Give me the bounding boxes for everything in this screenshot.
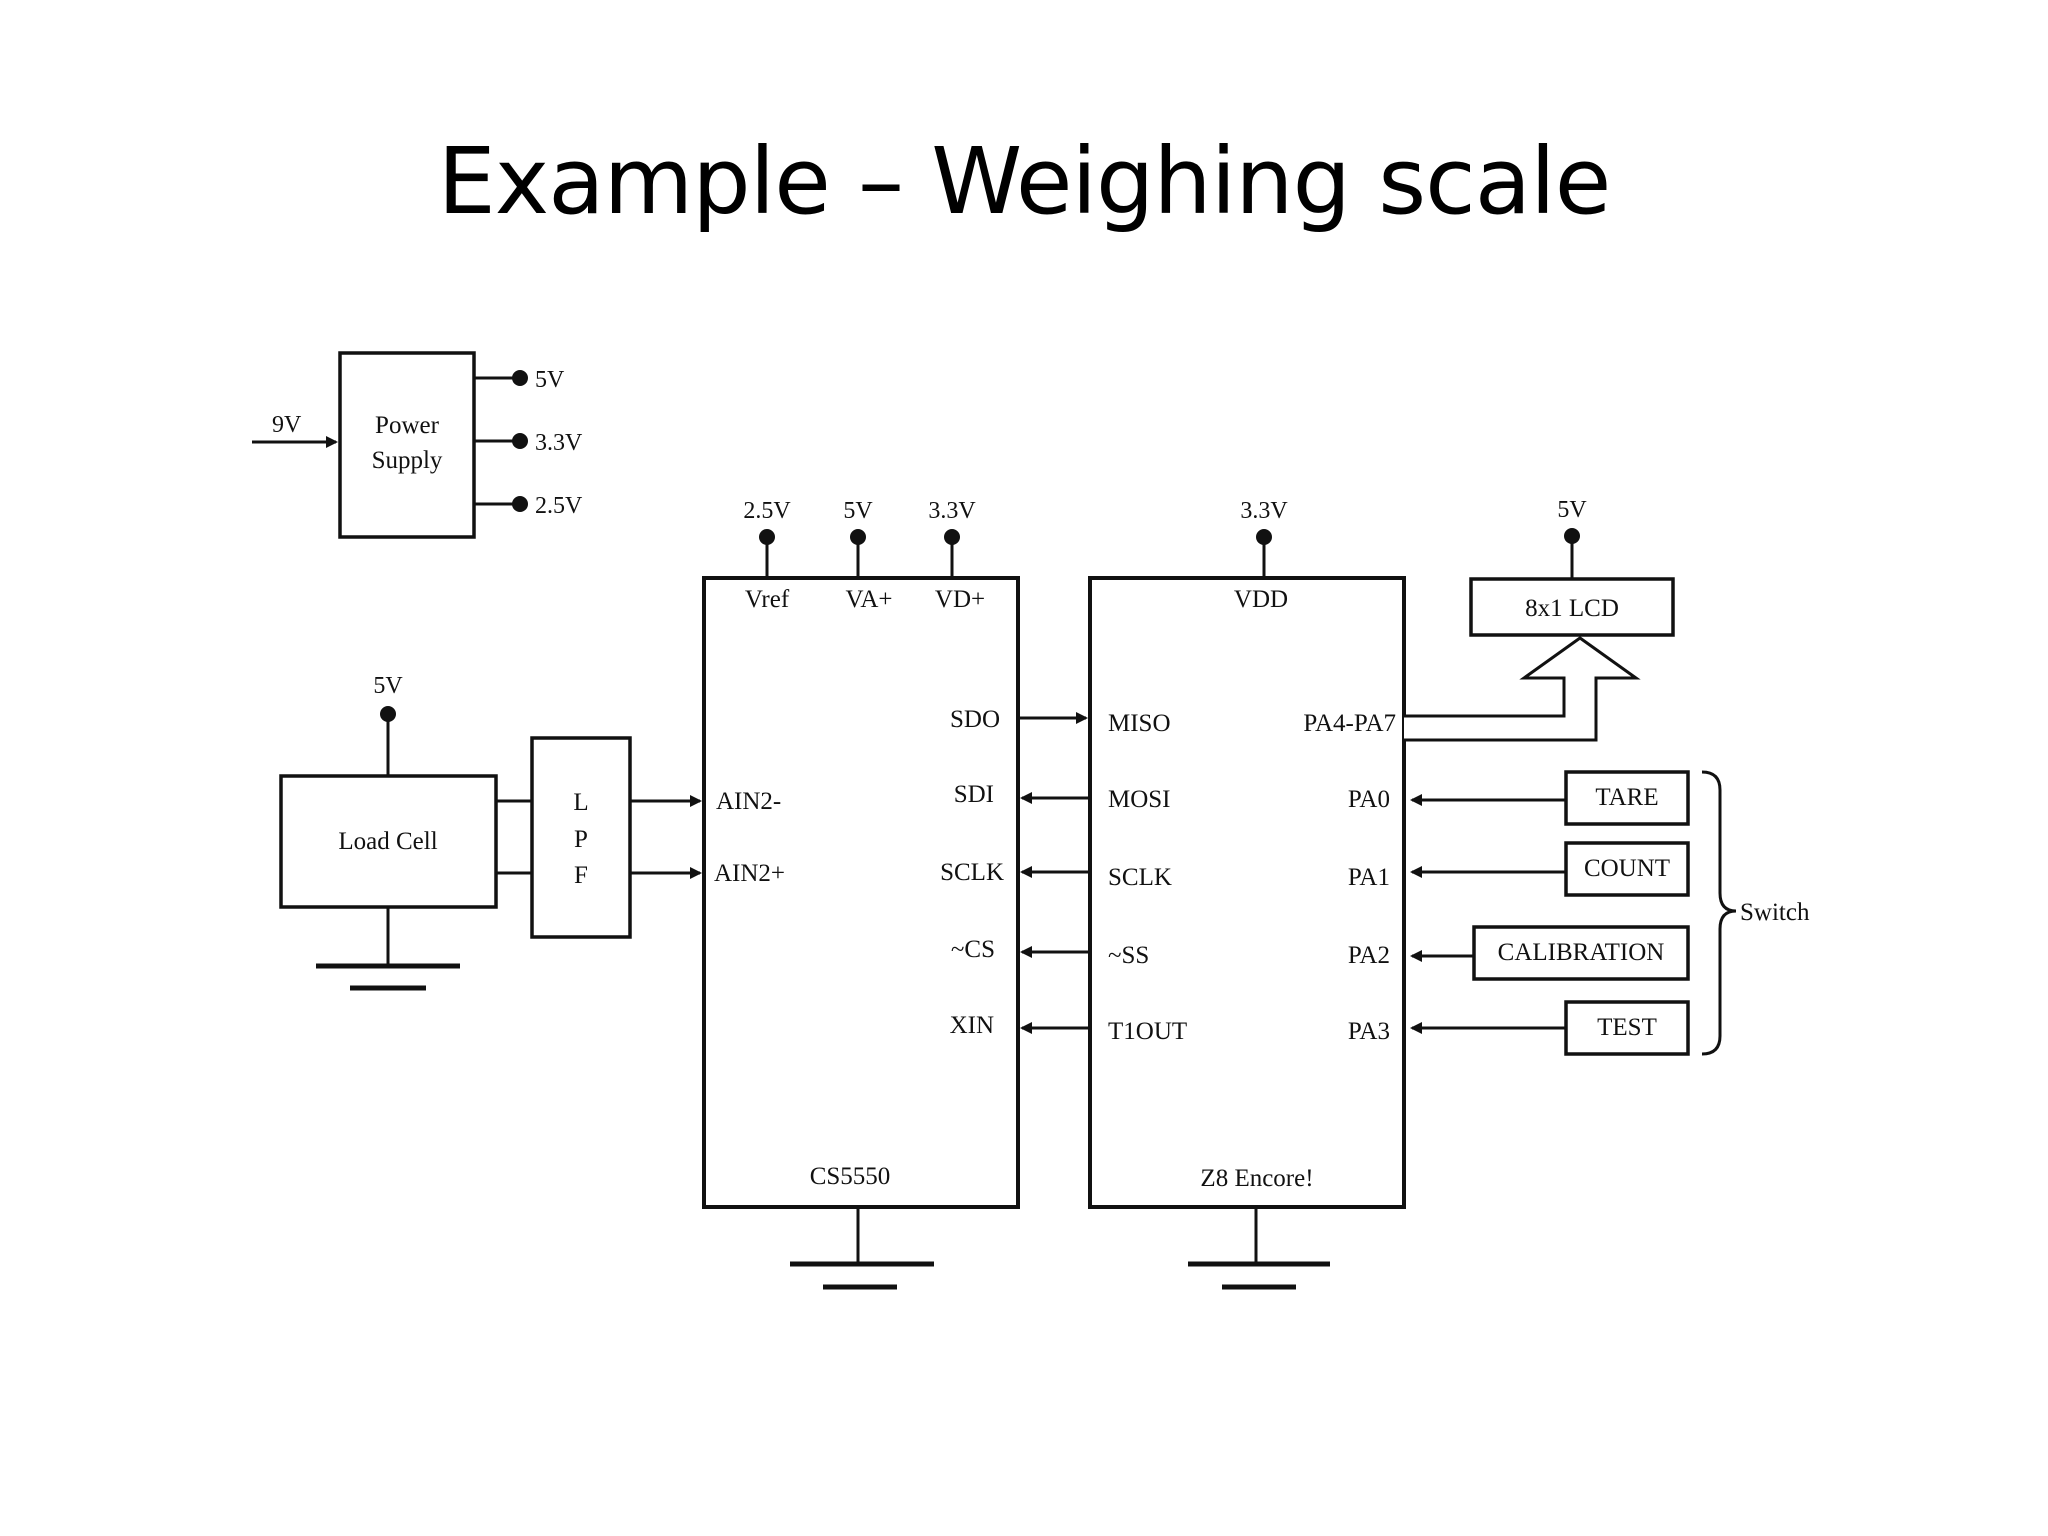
switch-count-box [1564, 841, 1690, 897]
power-supply-box [338, 351, 476, 539]
mcu-pin-pa2: PA2 [1348, 942, 1390, 969]
mcu-z8-encore-block: 3.3V VDD MISO MOSI SCLK ~SS T1OUT PA4-PA… [1088, 498, 1406, 1290]
mcu-pin-pa3: PA3 [1348, 1018, 1390, 1045]
switch-calibration-box [1472, 925, 1690, 981]
lpf-letter-p: P [574, 826, 588, 853]
mcu-chip-box [1088, 576, 1406, 1209]
switch-tare-label: TARE [1595, 784, 1658, 811]
lpf-letter-f: F [574, 862, 588, 889]
mcu-supply-3v3: 3.3V [1240, 498, 1288, 524]
mcu-pin-pa4-pa7: PA4-PA7 [1303, 710, 1396, 737]
switch-group-label: Switch [1740, 899, 1810, 926]
adc-supply-5v: 5V [843, 498, 873, 524]
load-cell-supply-label: 5V [373, 673, 403, 699]
lcd-block: 5V 8x1 LCD [1404, 497, 1675, 742]
load-cell-label: Load Cell [338, 828, 437, 855]
power-supply-label-2: Supply [372, 447, 443, 474]
mcu-pin-miso: MISO [1108, 710, 1171, 737]
psu-out-5v-node [512, 370, 528, 386]
mcu-pin-pa1: PA1 [1348, 864, 1390, 891]
adc-supply-2v5: 2.5V [743, 498, 791, 524]
adc-pin-ain2-pos: AIN2+ [714, 860, 785, 887]
adc-chip-name: CS5550 [810, 1163, 891, 1190]
lpf-block: L P F [530, 736, 702, 939]
lcd-bus-arrow [1404, 636, 1641, 742]
adc-pin-vref: Vref [745, 586, 790, 613]
mcu-chip-name: Z8 Encore! [1200, 1165, 1313, 1192]
mcu-pin-mosi: MOSI [1108, 786, 1171, 813]
power-input-label: 9V [272, 412, 302, 438]
spi-links [1018, 712, 1088, 1034]
mcu-pin-t1out: T1OUT [1108, 1018, 1187, 1045]
adc-pin-ain2-neg: AIN2- [716, 788, 781, 815]
adc-pin-cs: ~CS [951, 936, 995, 963]
adc-pin-vdplus: VD+ [935, 586, 985, 613]
power-supply-label-1: Power [375, 412, 440, 439]
switch-count-label: COUNT [1584, 855, 1670, 882]
lcd-label: 8x1 LCD [1525, 595, 1619, 622]
adc-supply-3v3: 3.3V [928, 498, 976, 524]
adc-pin-sdo: SDO [950, 706, 1000, 733]
psu-output-3v3: 3.3V [535, 430, 583, 456]
psu-output-2v5: 2.5V [535, 493, 583, 519]
lcd-box [1469, 577, 1675, 637]
adc-pin-sclk: SCLK [940, 859, 1004, 886]
psu-out-33v-node [512, 433, 528, 449]
adc-cs5550-block: 2.5V 5V 3.3V Vref VA+ VD+ AIN2- AIN2+ SD… [702, 498, 1020, 1290]
slide-title: Example – Weighing scale [437, 128, 1612, 235]
lpf-letter-l: L [573, 789, 588, 816]
switch-group-brace [1701, 770, 1737, 1056]
lcd-supply-label: 5V [1557, 497, 1587, 523]
switch-tare-box [1564, 770, 1690, 826]
mcu-pin-ss: ~SS [1108, 942, 1149, 969]
adc-chip-box [702, 576, 1020, 1209]
load-cell-block: 5V Load Cell [279, 673, 532, 991]
switch-test-label: TEST [1597, 1014, 1657, 1041]
adc-pin-vaplus: VA+ [846, 586, 893, 613]
mcu-pin-sclk: SCLK [1108, 864, 1172, 891]
power-supply-block: 9V Power Supply 5V 3.3V 2.5V [252, 351, 583, 539]
mcu-pin-vdd: VDD [1234, 586, 1288, 613]
psu-output-5v: 5V [535, 367, 565, 393]
switch-calibration-label: CALIBRATION [1498, 939, 1665, 966]
lpf-box [530, 736, 632, 939]
psu-out-25v-node [512, 496, 528, 512]
mcu-pin-pa0: PA0 [1348, 786, 1390, 813]
adc-pin-sdi: SDI [954, 781, 994, 808]
adc-pin-xin: XIN [950, 1012, 994, 1039]
switch-block: TARE COUNT CALIBRATION TEST Switch [1410, 770, 1810, 1056]
